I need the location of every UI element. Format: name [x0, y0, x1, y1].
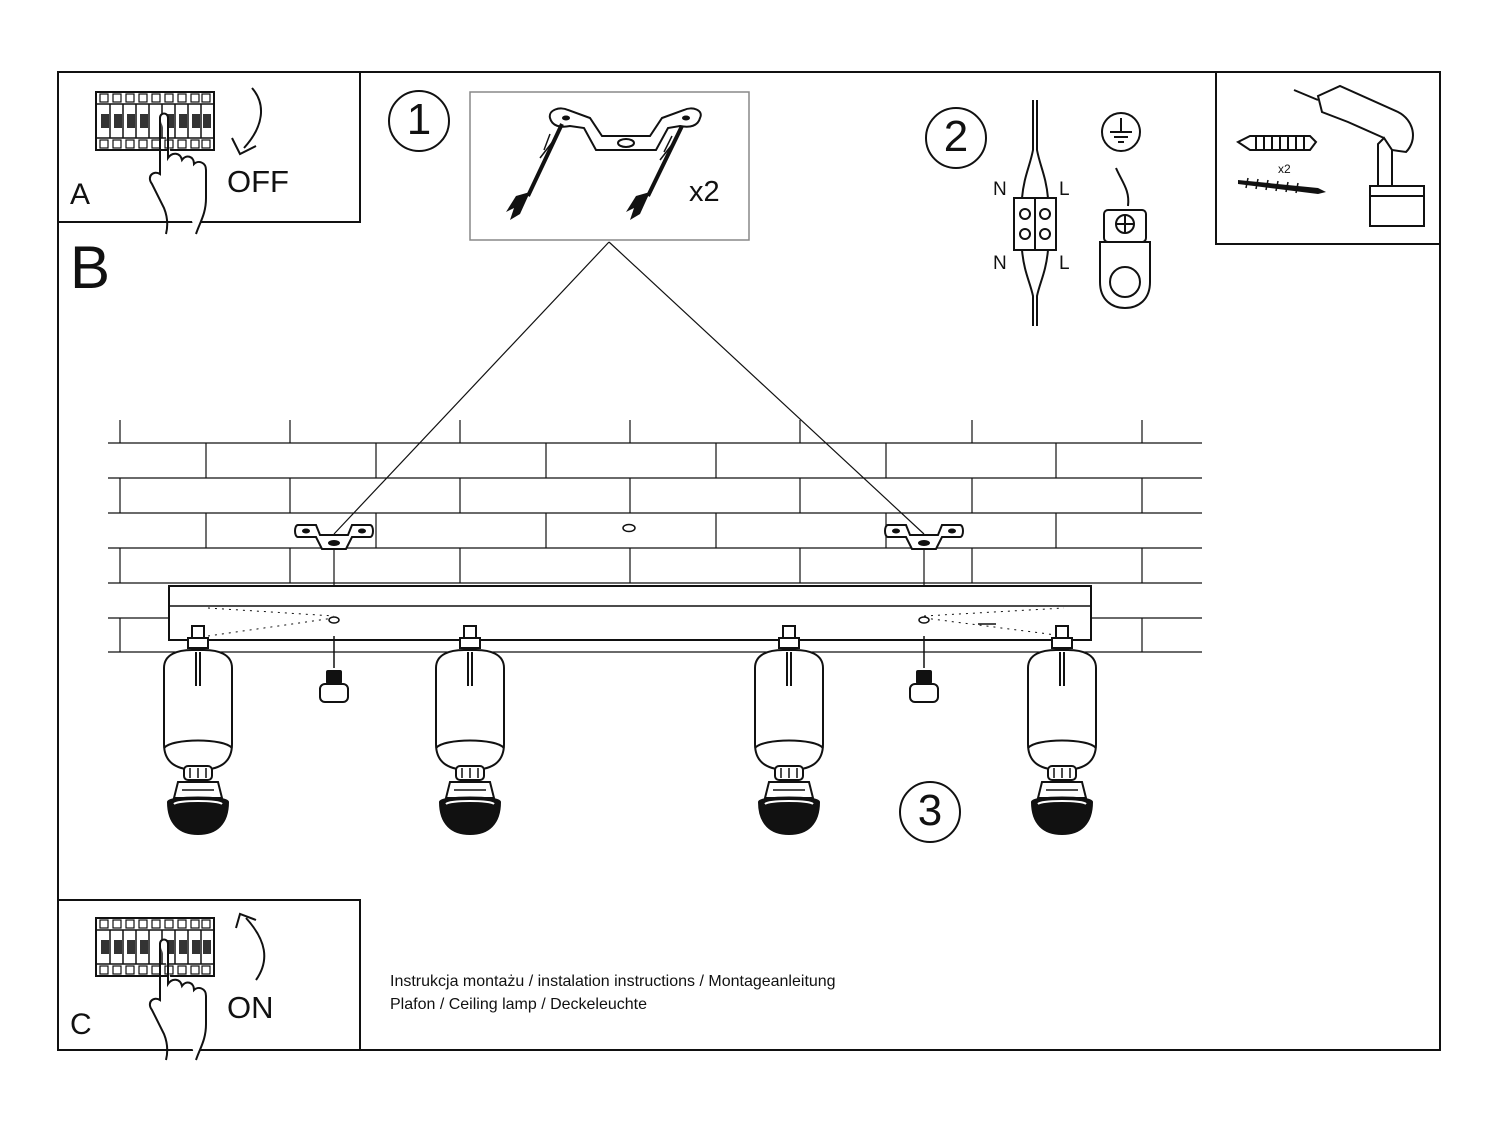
wire-label-n-bottom: N — [993, 253, 1007, 274]
step-3-circle — [899, 781, 961, 843]
ceiling-lamp-bar-icon — [168, 548, 1092, 641]
panel-a-box — [57, 71, 361, 223]
wire-label-l-bottom: L — [1059, 253, 1070, 274]
spotlight-icon — [1027, 625, 1097, 835]
panel-a-letter: A — [70, 178, 91, 211]
cover-screw-icon — [909, 635, 939, 703]
circuit-breaker-icon — [95, 91, 215, 151]
step-2-circle — [925, 107, 987, 169]
caption-line-1: Instrukcja montażu / instalation instruc… — [390, 973, 836, 990]
mounting-bracket-icon — [548, 107, 702, 151]
panel-c-letter: C — [70, 1008, 92, 1041]
pointer-lines — [333, 241, 925, 535]
step-2-number: 2 — [943, 112, 969, 161]
wire-label-l-top: L — [1059, 179, 1070, 200]
caption-line-2: Plafon / Ceiling lamp / Deckeleuchte — [390, 996, 648, 1013]
arrow-down-icon — [231, 87, 263, 156]
screw-icon — [1238, 177, 1326, 194]
wall-plug-icon — [1236, 135, 1318, 151]
wire-label-n-top: N — [993, 179, 1007, 200]
wall-plug-icon — [506, 192, 650, 220]
off-label: OFF — [227, 164, 289, 199]
tools-panel-box — [1215, 71, 1441, 245]
ground-symbol-icon — [1101, 112, 1141, 207]
spotlight-icon — [754, 625, 824, 835]
cover-screw-icon — [319, 635, 349, 703]
terminal-block-icon — [1013, 100, 1057, 326]
arrow-up-icon — [235, 912, 266, 981]
on-label: ON — [227, 990, 274, 1025]
panel-c-box — [57, 899, 361, 1051]
step-1-number: 1 — [406, 95, 432, 144]
step-3-number: 3 — [917, 786, 943, 835]
bracket-multiplier: x2 — [689, 176, 720, 208]
ground-terminal-icon — [1099, 209, 1151, 310]
panel-b-letter: B — [70, 234, 111, 301]
drill-icon — [1293, 84, 1425, 227]
mounting-bracket-icon — [294, 524, 374, 550]
step-1-circle — [388, 90, 450, 152]
step-1-detail-box — [469, 91, 750, 241]
spotlight-icon — [163, 625, 233, 835]
brick-wall — [108, 420, 1202, 653]
outer-frame — [57, 71, 1441, 1051]
mounting-bracket-icon — [884, 524, 964, 550]
screw-icon — [526, 123, 684, 197]
cable-outlet — [622, 523, 636, 533]
tools-multiplier: x2 — [1278, 162, 1291, 176]
spotlight-icon — [435, 625, 505, 835]
circuit-breaker-icon — [95, 917, 215, 977]
